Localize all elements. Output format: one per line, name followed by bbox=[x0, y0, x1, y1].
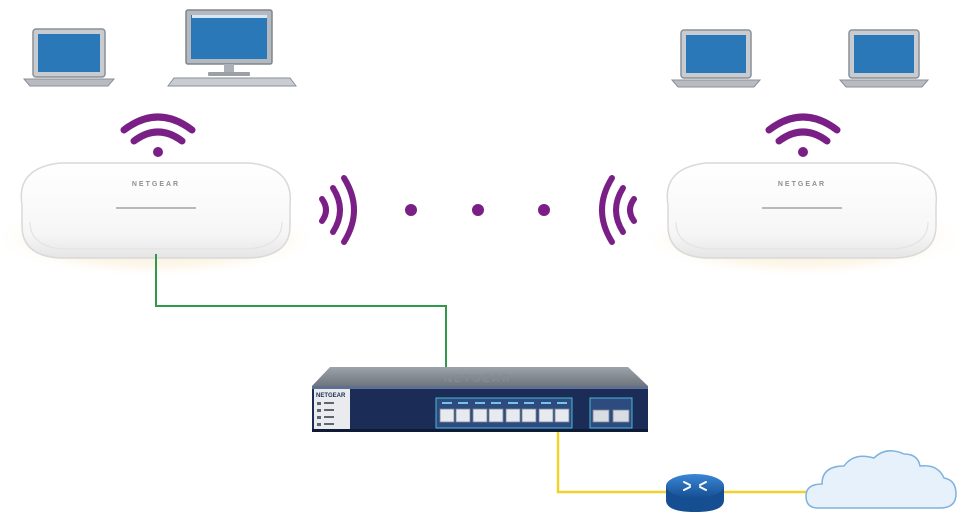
wifi-icon bbox=[120, 113, 196, 157]
ap-brand-label: NETGEAR bbox=[778, 181, 826, 188]
wan-ethernet-cable bbox=[556, 414, 666, 494]
laptop-icon bbox=[670, 29, 762, 88]
network-switch: NETGEAR NETGEAR bbox=[312, 367, 648, 432]
desktop-icon bbox=[167, 9, 297, 87]
switch-front-brand: NETGEAR bbox=[316, 393, 346, 399]
port-link-leds bbox=[442, 402, 567, 404]
ethernet-ports bbox=[439, 408, 570, 423]
access-point: NETGEAR bbox=[638, 162, 968, 278]
ap-ethernet-cable bbox=[155, 254, 447, 412]
wifi-icon bbox=[765, 113, 841, 157]
laptop-icon bbox=[838, 29, 930, 88]
router-icon bbox=[666, 474, 724, 512]
laptop-icon bbox=[22, 28, 116, 87]
ap-brand-label: NETGEAR bbox=[132, 181, 180, 188]
signal-dots bbox=[405, 204, 550, 216]
switch-top-brand: NETGEAR bbox=[444, 373, 512, 385]
status-leds bbox=[317, 402, 334, 426]
access-point: NETGEAR bbox=[0, 162, 321, 278]
wireless-signal-icon bbox=[319, 175, 357, 245]
wireless-signal-icon bbox=[599, 175, 637, 245]
cloud-icon bbox=[805, 450, 957, 509]
sfp-ports bbox=[589, 397, 633, 429]
